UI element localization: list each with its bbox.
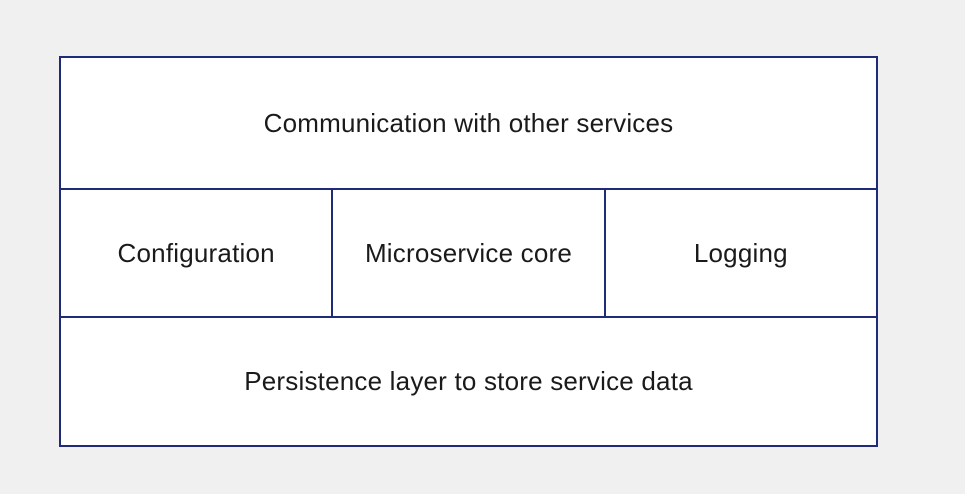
microservice-core-label: Microservice core [364,237,573,268]
microservice-core-block: Microservice core [331,190,603,316]
middle-layer: Configuration Microservice core Logging [61,188,876,318]
communication-layer: Communication with other services [61,58,876,188]
configuration-label: Configuration [117,237,275,268]
persistence-layer-label: Persistence layer to store service data [244,366,693,396]
middle-layer-row: Configuration Microservice core Logging [61,190,876,316]
configuration-block: Configuration [61,190,331,316]
persistence-layer: Persistence layer to store service data [61,318,876,445]
logging-label: Logging [693,237,788,268]
microservice-architecture-diagram: Communication with other services Config… [59,56,878,447]
communication-layer-label: Communication with other services [263,107,674,138]
logging-block: Logging [603,190,876,316]
